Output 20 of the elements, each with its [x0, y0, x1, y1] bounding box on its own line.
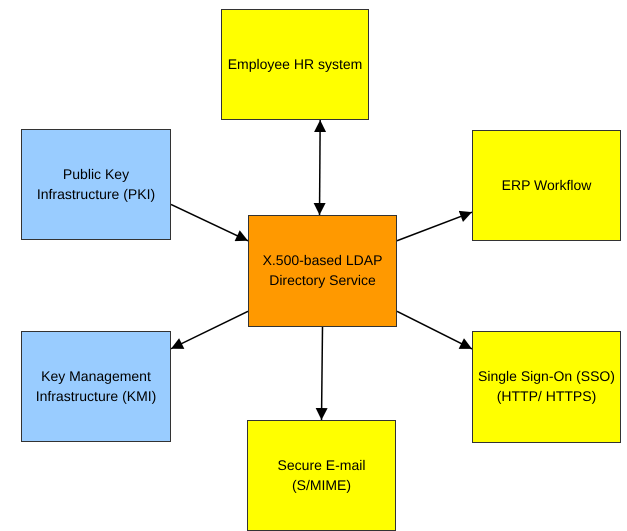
arrow — [170, 204, 248, 242]
arrow — [170, 310, 248, 350]
node-label: ERP Workflow — [502, 176, 592, 195]
process-box — [248, 215, 397, 327]
node-label: X.500-based LDAP Directory Service — [262, 251, 384, 290]
process-box — [21, 331, 171, 442]
process-box — [472, 331, 621, 443]
arrow — [314, 120, 326, 215]
process-box — [21, 129, 171, 240]
node-label: Public Key Infrastructure (PKI) — [36, 164, 156, 204]
node-label: Secure E-mail (S/MIME) — [276, 456, 366, 495]
node-label: Single Sign-On (SSO) (HTTP/ HTTPS) — [477, 367, 616, 406]
arrow — [316, 327, 328, 420]
arrow — [396, 210, 472, 242]
process-box — [472, 130, 621, 241]
process-box — [247, 420, 396, 531]
arrow — [396, 310, 472, 350]
node-label: Employee HR system — [228, 54, 362, 74]
node-label: Key Management Infrastructure (KMI) — [34, 366, 158, 406]
process-box — [221, 9, 369, 120]
